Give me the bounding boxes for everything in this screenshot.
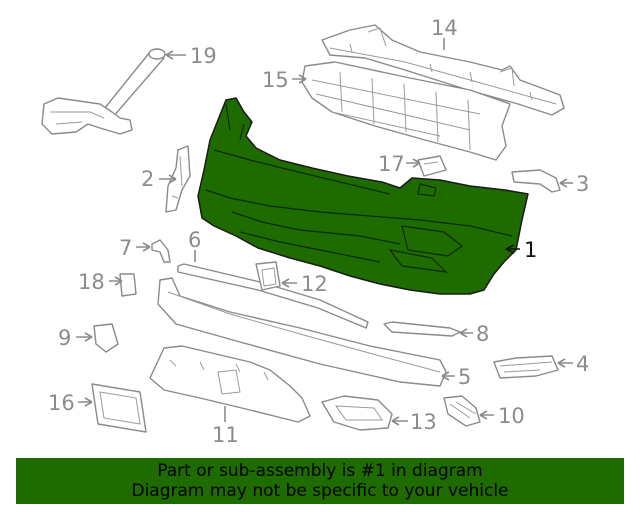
callout-10[interactable]: 10 <box>498 404 525 428</box>
part-13-fog-surround[interactable] <box>321 395 393 431</box>
callout-11[interactable]: 11 <box>212 423 239 447</box>
callout-labels: 1 2 3 4 5 6 7 8 9 10 11 12 13 14 15 16 1… <box>48 16 589 447</box>
banner-line-1: Part or sub-assembly is #1 in diagram <box>157 461 483 481</box>
callout-16[interactable]: 16 <box>48 391 75 415</box>
part-12-bezel[interactable] <box>255 261 281 291</box>
info-banner: Part or sub-assembly is #1 in diagram Di… <box>16 458 624 504</box>
part-16-license-bracket[interactable] <box>91 383 147 433</box>
callout-17[interactable]: 17 <box>378 152 405 176</box>
part-18-clip[interactable] <box>119 273 137 297</box>
part-8-molding[interactable] <box>383 321 461 337</box>
bumper-cover-highlight[interactable] <box>197 97 529 295</box>
part-1-bumper-cover[interactable] <box>197 97 529 295</box>
part-15-energy-absorber[interactable] <box>301 61 511 161</box>
leader-lines <box>76 38 573 426</box>
part-7-bracket[interactable] <box>151 239 171 263</box>
callout-3[interactable]: 3 <box>576 172 589 196</box>
part-2-side-bracket[interactable] <box>165 145 191 213</box>
callout-19[interactable]: 19 <box>190 44 217 68</box>
callout-14[interactable]: 14 <box>431 16 458 40</box>
banner-line-2: Diagram may not be specific to your vehi… <box>131 481 509 501</box>
part-19-bracket[interactable] <box>41 48 166 135</box>
callout-4[interactable]: 4 <box>576 352 589 376</box>
callout-6[interactable]: 6 <box>188 228 201 252</box>
callout-7[interactable]: 7 <box>119 236 132 260</box>
callout-2[interactable]: 2 <box>141 167 154 191</box>
part-5-lower-section[interactable] <box>157 277 447 387</box>
part-10-vent[interactable] <box>443 395 481 427</box>
callout-8[interactable]: 8 <box>476 322 489 346</box>
part-14-reinforcement-beam[interactable] <box>321 24 565 116</box>
callout-1[interactable]: 1 <box>524 238 537 262</box>
part-9-bracket[interactable] <box>93 323 119 353</box>
part-11-lower-grille[interactable] <box>149 345 311 423</box>
part-6-upper-strip[interactable] <box>177 263 369 329</box>
callout-12[interactable]: 12 <box>301 272 328 296</box>
callout-9[interactable]: 9 <box>58 326 71 350</box>
part-3-trim-strip[interactable] <box>511 169 561 193</box>
callout-18[interactable]: 18 <box>78 270 105 294</box>
part-4-bracket[interactable] <box>493 355 559 379</box>
callout-13[interactable]: 13 <box>410 410 437 434</box>
part-17-clip[interactable] <box>417 155 447 177</box>
callout-5[interactable]: 5 <box>458 365 471 389</box>
callout-15[interactable]: 15 <box>262 68 289 92</box>
